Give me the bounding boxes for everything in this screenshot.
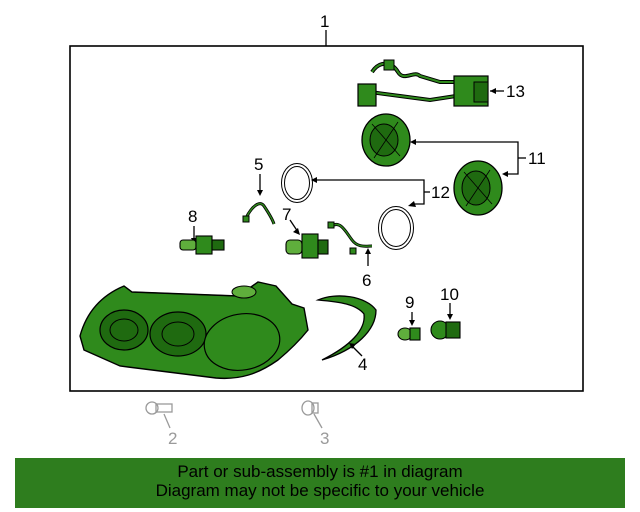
- seal-ring-part-12-upper[interactable]: [281, 163, 313, 203]
- seal-ring-part-12-lower[interactable]: [378, 206, 414, 250]
- callout-3: 3: [320, 429, 329, 448]
- callout-11-arrow-a: [410, 139, 416, 145]
- callout-13: 13: [506, 82, 525, 101]
- callout-11-arrow-b: [502, 171, 508, 177]
- callout-10: 10: [440, 285, 459, 304]
- wire-lead-part-6[interactable]: [327, 221, 373, 255]
- bulb-part-8[interactable]: [179, 235, 225, 255]
- banner-line-2: Diagram may not be specific to your vehi…: [155, 481, 485, 500]
- callout-2-leader: [163, 413, 171, 429]
- bulb-part-7[interactable]: [285, 233, 329, 259]
- callout-3-leader: [313, 413, 323, 429]
- socket-cover-part-11-upper[interactable]: [361, 113, 411, 167]
- callout-12-arrow-b: [408, 201, 416, 207]
- callout-6: 6: [362, 271, 371, 290]
- callout-12: 12: [431, 183, 450, 202]
- bulb-part-9[interactable]: [397, 327, 421, 341]
- callout-12-arrow-a: [311, 177, 317, 183]
- callout-1: 1: [320, 12, 329, 31]
- callout-11: 11: [528, 149, 546, 168]
- socket-part-10[interactable]: [430, 320, 461, 340]
- callout-4: 4: [358, 355, 367, 374]
- callout-7: 7: [282, 205, 291, 224]
- socket-cover-part-11-lower[interactable]: [453, 160, 503, 216]
- callout-4-arrow: [349, 343, 356, 349]
- callout-4-leader: [351, 345, 363, 357]
- callout-9-arrow: [409, 320, 415, 326]
- parts-diagram: 1 13 11 12 5: [69, 12, 584, 448]
- headlamp-housing[interactable]: [79, 281, 309, 380]
- callout-2: 2: [168, 429, 177, 448]
- wiring-harness-part-13[interactable]: [357, 59, 489, 107]
- callout-6-arrow: [365, 248, 371, 254]
- callout-8: 8: [188, 207, 197, 226]
- callout-7-arrow: [293, 228, 300, 235]
- wire-lead-part-5[interactable]: [242, 202, 276, 225]
- banner-line-1: Part or sub-assembly is #1 in diagram: [177, 462, 463, 481]
- callout-5: 5: [254, 155, 263, 174]
- info-banner: Part or sub-assembly is #1 in diagram Di…: [15, 458, 625, 508]
- callout-12-leader: [312, 179, 425, 205]
- trim-strip-part-4[interactable]: [315, 295, 377, 361]
- callout-9: 9: [405, 293, 414, 312]
- callout-5-arrow: [257, 190, 263, 196]
- callout-13-arrow: [490, 88, 496, 94]
- screw-part-2[interactable]: [145, 401, 173, 415]
- grommet-part-3[interactable]: [301, 400, 319, 416]
- callout-10-arrow: [447, 314, 453, 320]
